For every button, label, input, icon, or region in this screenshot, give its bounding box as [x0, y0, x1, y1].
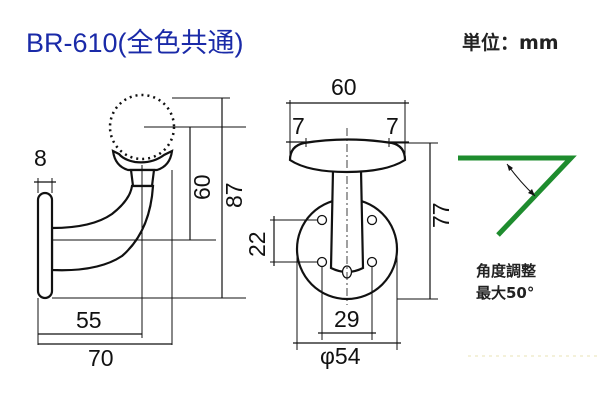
- dim-hole-horizontal: 29: [334, 306, 360, 332]
- dim-flange-thickness: 8: [34, 145, 47, 171]
- dim-flange-right: 7: [386, 113, 399, 139]
- wall-flange: [36, 191, 54, 300]
- dim-side-height-center: 60: [189, 174, 215, 200]
- dim-flange-left: 7: [292, 113, 305, 139]
- dim-side-depth-center: 55: [76, 307, 102, 333]
- rail-cradle: [111, 149, 174, 172]
- side-view: 8 60 87 55 70: [34, 93, 247, 371]
- angle-note-line1: 角度調整: [476, 262, 536, 280]
- bracket-arm: [50, 184, 155, 272]
- screw-hole-top-right: [366, 214, 378, 226]
- dim-base-diameter: φ54: [320, 343, 361, 369]
- front-view: 60 7 7 77 22 29 φ54: [244, 74, 454, 369]
- screw-hole-bottom-left: [316, 256, 328, 268]
- angle-note-line2: 最大50°: [476, 284, 534, 302]
- angle-adjust-symbol: 角度調整 最大50°: [458, 155, 577, 302]
- dim-side-height-total: 87: [221, 182, 247, 208]
- angle-icon: [458, 155, 577, 237]
- dim-hole-vertical: 22: [244, 231, 270, 257]
- unit-label: 単位：mm: [462, 31, 559, 54]
- dim-front-width: 60: [331, 74, 357, 100]
- screw-hole-top-left: [316, 214, 328, 226]
- dim-side-depth-total: 70: [88, 345, 114, 371]
- dim-front-height: 77: [428, 202, 454, 228]
- drawing-title: BR-610(全色共通): [26, 28, 244, 58]
- screw-hole-bottom-right: [366, 256, 378, 268]
- saddle-top: [288, 138, 407, 174]
